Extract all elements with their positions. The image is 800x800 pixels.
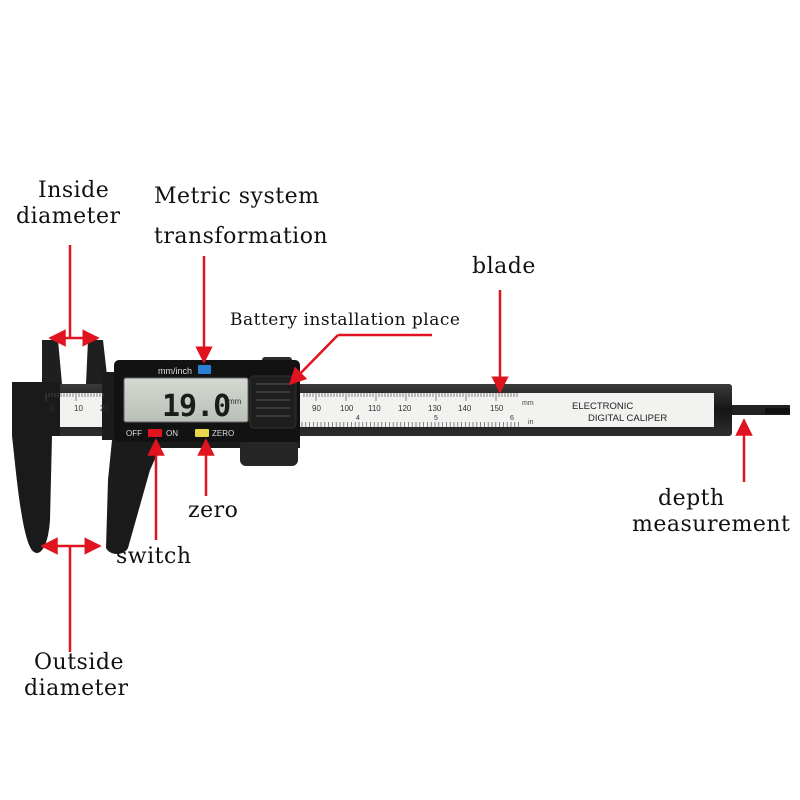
inside-jaw-fixed (42, 340, 62, 384)
depth-rod (718, 405, 790, 415)
inch-scale-number: 5 (434, 415, 438, 422)
brand-line-1: ELECTRONIC (572, 401, 633, 412)
label-zero-text: zero (188, 498, 239, 523)
inch-scale-number: 4 (356, 415, 360, 422)
label-zero: zero (188, 498, 238, 524)
inch-scale-number: 6 (510, 415, 514, 422)
caliper: 19.0 mm mm/inch OFF ON ZERO ELECTRONIC D… (12, 340, 790, 554)
battery-cover-grip (256, 383, 290, 417)
label-metric-system-line1: Metric system (154, 184, 320, 209)
label-battery: Battery installation place (230, 310, 460, 330)
label-metric-system-line2: transformation (154, 224, 329, 249)
mm-scale-number: 100 (340, 404, 354, 413)
label-outside-diameter-line2: diameter (24, 676, 129, 701)
mm-scale-number: 120 (398, 404, 412, 413)
mm-scale-number: 90 (312, 404, 321, 413)
mm-scale-number: 150 (490, 404, 504, 413)
scale-unit-in: in (528, 419, 534, 426)
label-metric-system: Metric system transformation (154, 184, 328, 250)
label-depth-line2: measurement (632, 512, 791, 537)
mm-scale-number: 130 (428, 404, 442, 413)
lcd-unit: mm (228, 397, 242, 406)
zero-label: ZERO (212, 429, 234, 438)
scale-unit-mm: mm (522, 400, 534, 407)
label-inside-diameter: Inside diameter (16, 178, 121, 230)
mm-scale-number: 140 (458, 404, 472, 413)
mm-scale-number: 0 (50, 404, 55, 413)
label-battery-text: Battery installation place (230, 310, 461, 330)
arrow-battery-diag (288, 334, 339, 386)
off-label: OFF (126, 429, 142, 438)
label-outside-diameter-line1: Outside (34, 650, 124, 675)
label-switch-text: switch (116, 544, 192, 569)
on-label: ON (166, 429, 178, 438)
outside-jaw-fixed (12, 382, 60, 553)
label-outside-diameter: Outside diameter (24, 650, 129, 702)
mm-scale-number: 20 (100, 404, 109, 413)
mm-scale-number: 110 (368, 404, 381, 413)
scale-numbers: 0 10 20 90 100 110 120 130 140 150 4 5 6 (50, 404, 514, 422)
label-depth: depth measurement (632, 486, 790, 538)
label-inside-diameter-line1: Inside (38, 178, 110, 203)
label-blade-text: blade (472, 254, 536, 279)
label-blade: blade (472, 254, 536, 280)
zero-button[interactable] (195, 429, 209, 437)
callout-arrows (40, 245, 753, 652)
on-off-button[interactable] (148, 429, 162, 437)
brand-line-2: DIGITAL CALIPER (588, 413, 667, 424)
label-switch: switch (116, 544, 192, 570)
lcd-reading: 19.0 (162, 389, 230, 424)
mm-inch-button[interactable] (198, 365, 211, 374)
label-inside-diameter-line2: diameter (16, 204, 121, 229)
mm-inch-label: mm/inch (158, 366, 192, 376)
lcd-screen (123, 377, 249, 423)
label-depth-line1: depth (658, 486, 725, 511)
mm-scale-number: 10 (74, 404, 83, 413)
